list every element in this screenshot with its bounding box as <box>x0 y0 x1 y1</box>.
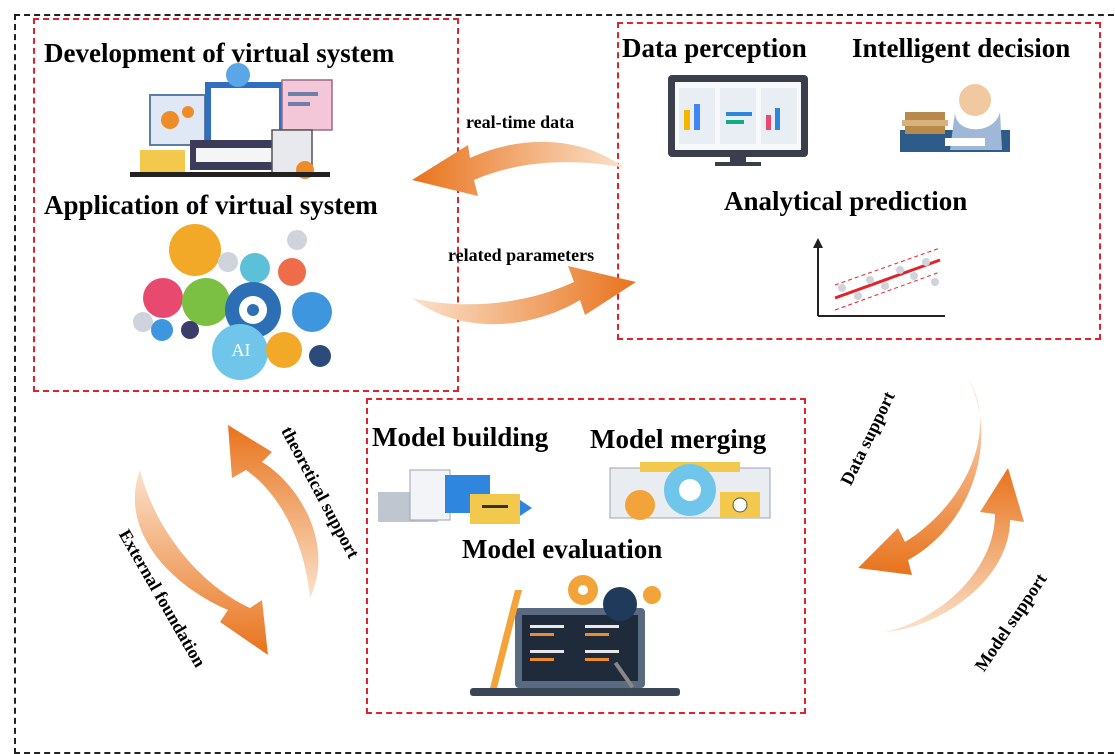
analytical-prediction-chart <box>813 238 945 317</box>
related-parameters-label: related parameters <box>448 245 595 265</box>
virtual-system-development-illustration <box>130 63 333 179</box>
analytical-prediction-title: Analytical prediction <box>724 186 968 216</box>
intelligent-decision-illustration <box>900 84 1010 152</box>
data-perception-illustration <box>668 75 808 166</box>
development-title: Development of virtual system <box>44 38 395 68</box>
gears-illustration <box>133 224 332 380</box>
real-time-data-label: real-time data <box>466 112 575 132</box>
model-panel <box>366 398 806 714</box>
model-building-illustration <box>378 469 532 524</box>
diagram-graphics <box>130 63 1024 696</box>
related-parameters-arrow <box>412 266 636 325</box>
application-title: Application of virtual system <box>44 190 378 220</box>
data-perception-title: Data perception <box>622 33 807 63</box>
real-time-data-arrow <box>412 141 625 196</box>
data-analysis-panel <box>617 22 1101 340</box>
theoretical-support-arrow <box>228 425 319 598</box>
external-foundation-arrow <box>134 470 268 655</box>
model-evaluation-illustration <box>470 575 680 696</box>
data-support-arrow <box>858 378 982 575</box>
model-merging-title: Model merging <box>590 424 767 454</box>
intelligent-decision-title: Intelligent decision <box>852 33 1071 63</box>
ai-gear-label: AI <box>231 340 251 360</box>
model-evaluation-title: Model evaluation <box>462 534 663 564</box>
model-support-arrow <box>885 468 1024 632</box>
model-building-title: Model building <box>372 422 549 452</box>
virtual-system-panel <box>33 18 459 392</box>
model-merging-illustration <box>609 462 771 520</box>
